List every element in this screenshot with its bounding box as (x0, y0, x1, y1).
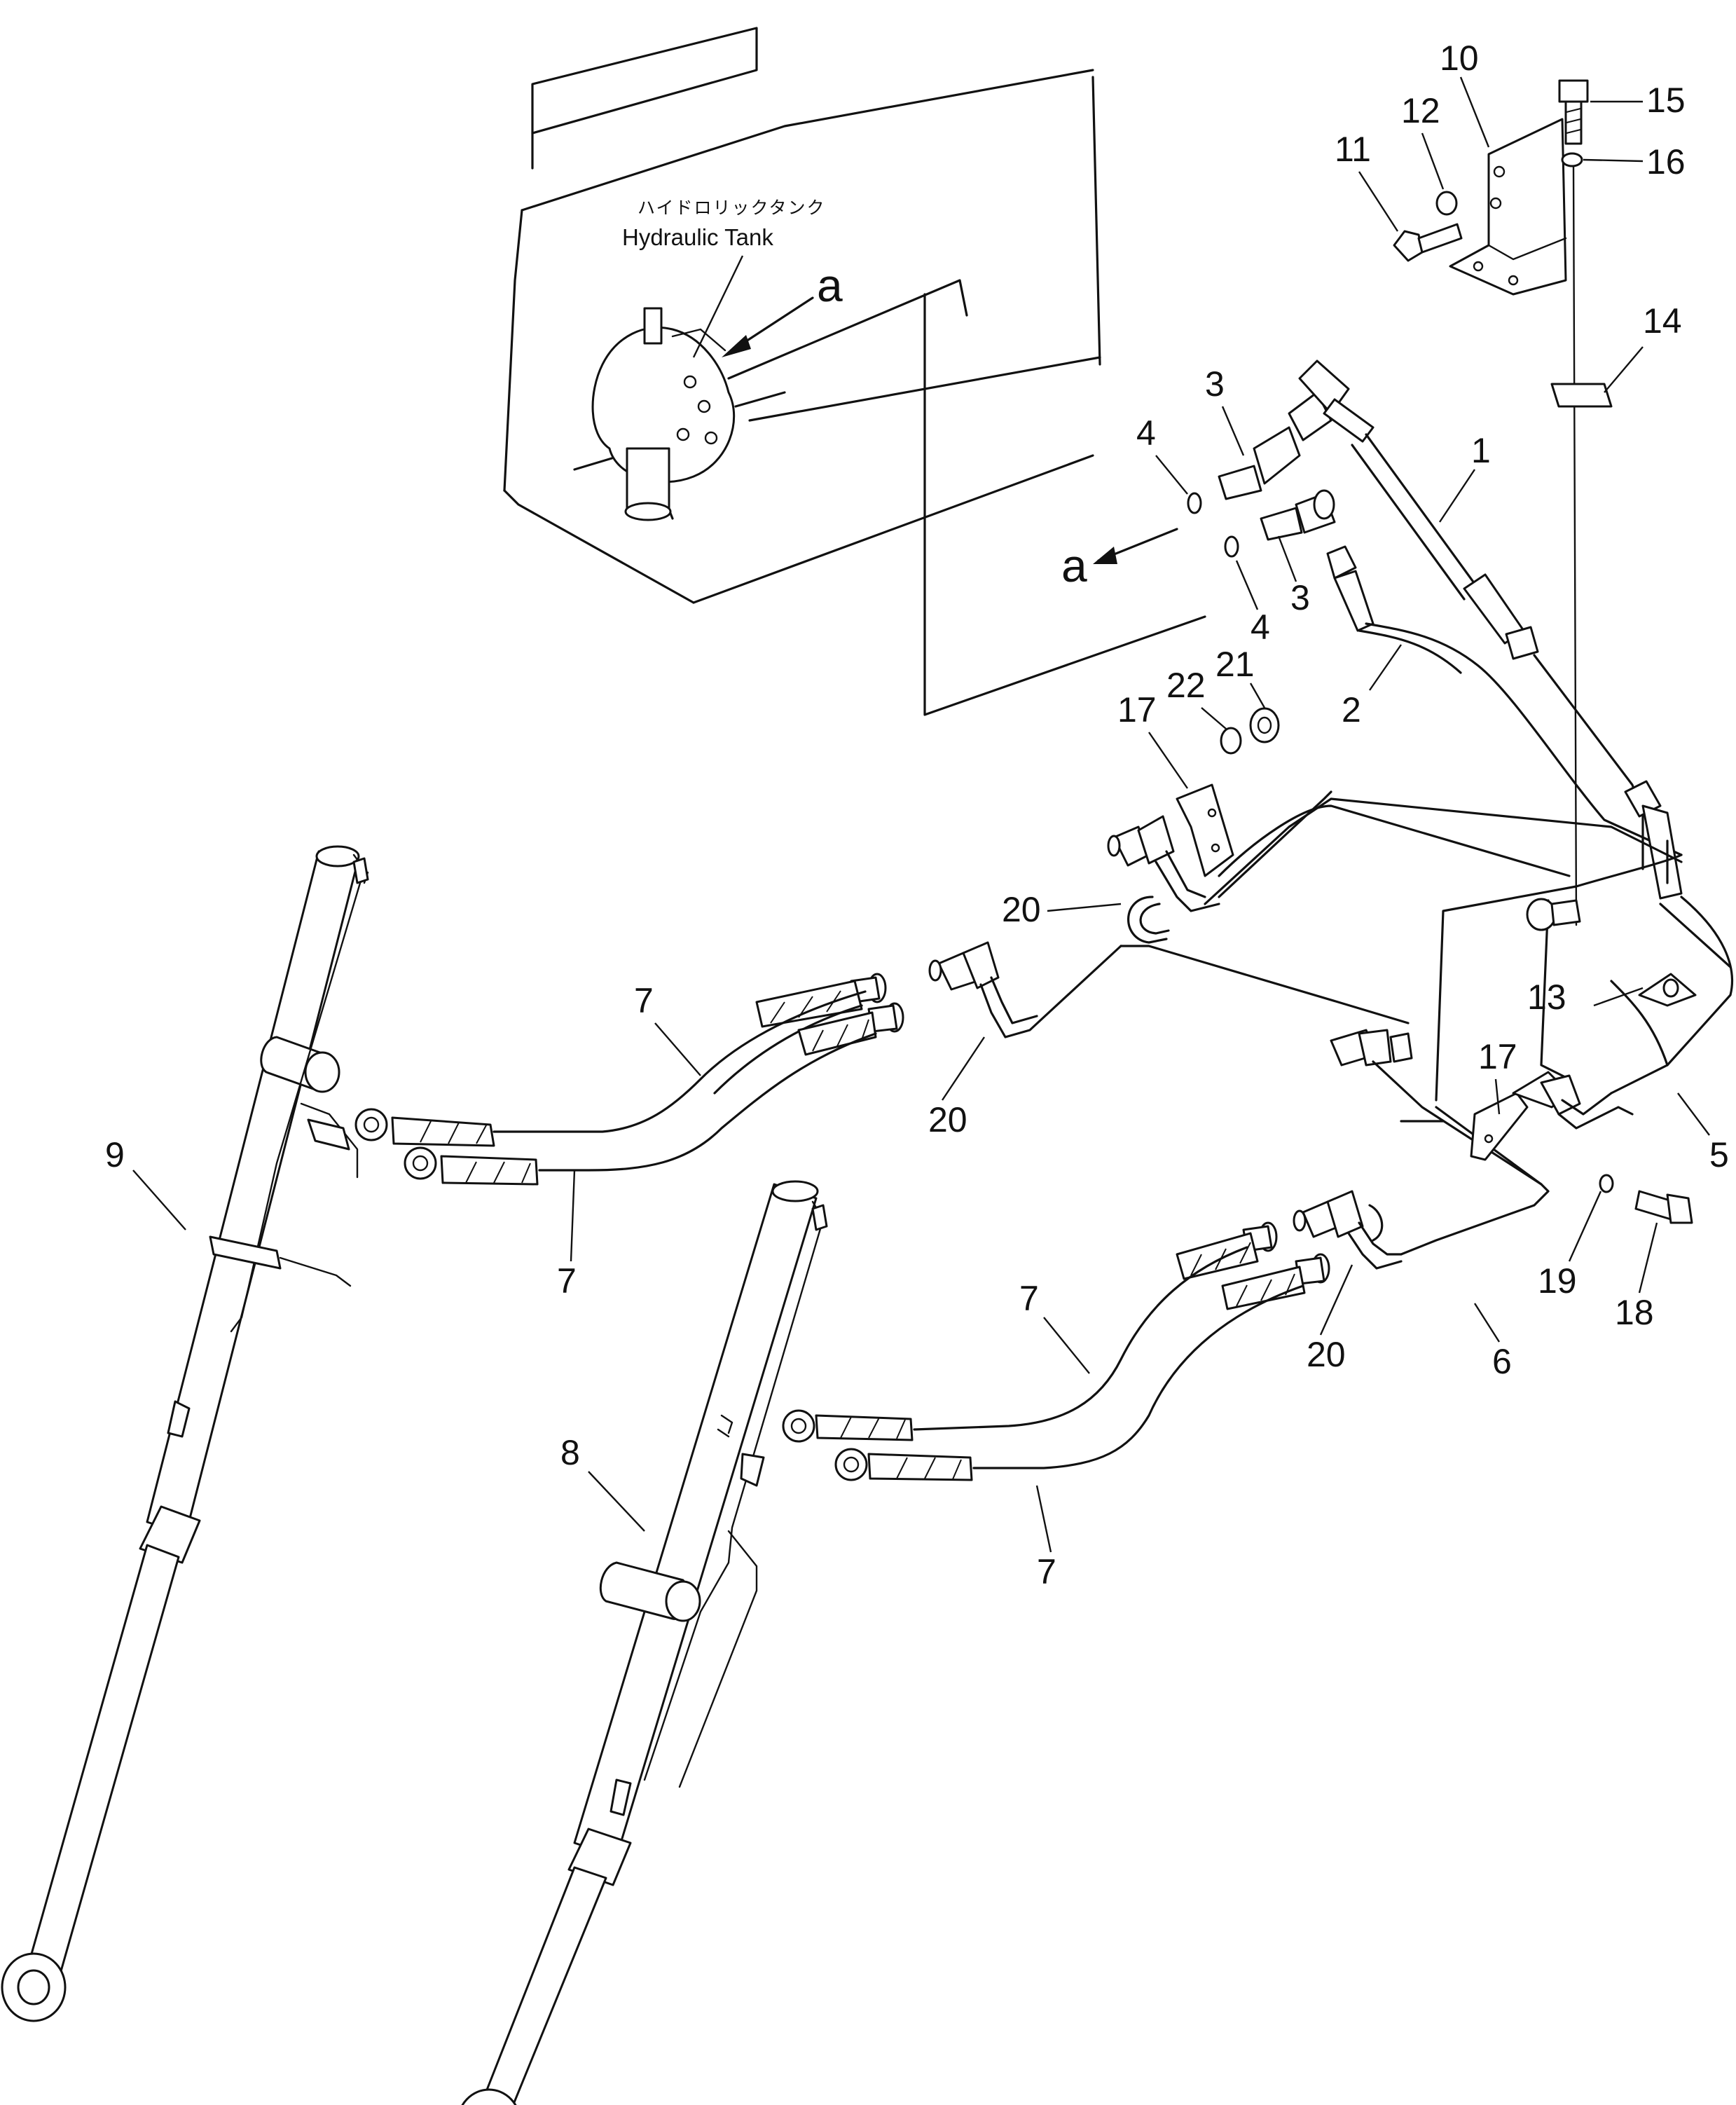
nut-mid (1526, 898, 1581, 931)
clamp-17-upper (1176, 783, 1234, 877)
elbow-mid-left (928, 941, 1410, 1038)
callout-7-a: 7 (634, 981, 654, 1020)
tank-label-leader (692, 255, 744, 358)
washer-16 (1561, 152, 1583, 167)
hose-1 (1298, 359, 1644, 870)
callouts: 1 2 3 3 4 4 5 6 7 7 7 7 8 9 10 11 12 (105, 39, 1729, 1591)
u-bolt-20-upper (1127, 896, 1170, 944)
elbow-fitting-3-upper (1218, 391, 1332, 500)
callout-2: 2 (1342, 690, 1361, 729)
callout-21: 21 (1215, 645, 1255, 684)
view-marker-a-upper: a (817, 259, 843, 311)
callout-13: 13 (1527, 978, 1566, 1017)
callout-8: 8 (560, 1433, 580, 1472)
callout-15: 15 (1646, 81, 1686, 120)
elbow-upper-left (1107, 790, 1332, 912)
cylinder-9 (1, 845, 369, 2022)
callout-20-lower: 20 (1307, 1335, 1346, 1374)
view-arrowhead-lower (1093, 547, 1117, 564)
o-ring-4-lower (1224, 535, 1239, 558)
tube-main-upper (1204, 797, 1683, 1081)
callout-7-d: 7 (1037, 1552, 1056, 1591)
callout-18: 18 (1615, 1293, 1654, 1332)
hose-5 (1610, 839, 1734, 1095)
washer-12 (1435, 191, 1458, 216)
hydraulic-tank (503, 27, 1206, 716)
hose-7-lower-a (782, 1221, 1278, 1443)
plate-14 (1550, 383, 1613, 408)
hose-2 (1326, 545, 1683, 900)
callout-1: 1 (1471, 431, 1491, 470)
callout-14: 14 (1643, 301, 1682, 341)
bracket-10 (1449, 118, 1567, 296)
bolt-15 (1558, 79, 1589, 145)
tee-fitting-mid (1330, 1029, 1543, 1186)
washer-19 (1599, 1174, 1614, 1193)
callout-11: 11 (1335, 130, 1371, 169)
bolt-11 (1393, 223, 1463, 262)
tank-label-english: Hydraulic Tank (622, 224, 773, 250)
cylinder-8 (461, 1180, 828, 2105)
hose-7-lower-b (834, 1253, 1330, 1481)
clip-13-bolt (1662, 978, 1679, 998)
callout-17-lower: 17 (1478, 1037, 1517, 1076)
callout-4-lower: 4 (1251, 608, 1270, 647)
callout-3-upper: 3 (1205, 364, 1225, 404)
washer-22 (1220, 727, 1242, 755)
callout-22: 22 (1166, 666, 1206, 705)
tank-label-japanese: ハイドロリックタンク (638, 198, 826, 218)
callout-12: 12 (1401, 91, 1440, 130)
elbow-lower-right (1293, 1190, 1403, 1270)
callout-6: 6 (1492, 1342, 1512, 1381)
callout-20-mid: 20 (928, 1100, 967, 1139)
callout-5: 5 (1709, 1135, 1729, 1174)
callout-16: 16 (1646, 142, 1686, 181)
hose-7-upper-b (404, 1002, 904, 1186)
view-arrowhead-upper (722, 335, 751, 357)
callout-9: 9 (105, 1135, 125, 1174)
clamp-17-lower (1470, 1071, 1634, 1161)
elbow-fitting-3-lower (1260, 489, 1336, 541)
callout-19: 19 (1538, 1261, 1577, 1301)
callout-4-upper: 4 (1136, 413, 1156, 453)
control-valve (591, 307, 736, 521)
callout-20-upper: 20 (1002, 890, 1041, 929)
callout-7-b: 7 (557, 1261, 577, 1301)
bolt-18 (1634, 1190, 1693, 1224)
callout-3-lower: 3 (1290, 578, 1310, 617)
callout-10: 10 (1440, 39, 1479, 78)
hose-7-upper-a (354, 973, 887, 1147)
callout-17-upper: 17 (1117, 690, 1157, 729)
view-marker-a-lower: a (1061, 540, 1087, 591)
o-ring-4-upper (1187, 492, 1202, 514)
callout-7-c: 7 (1019, 1279, 1039, 1318)
clamp-strip (1572, 165, 1578, 926)
nut-21 (1249, 707, 1280, 743)
